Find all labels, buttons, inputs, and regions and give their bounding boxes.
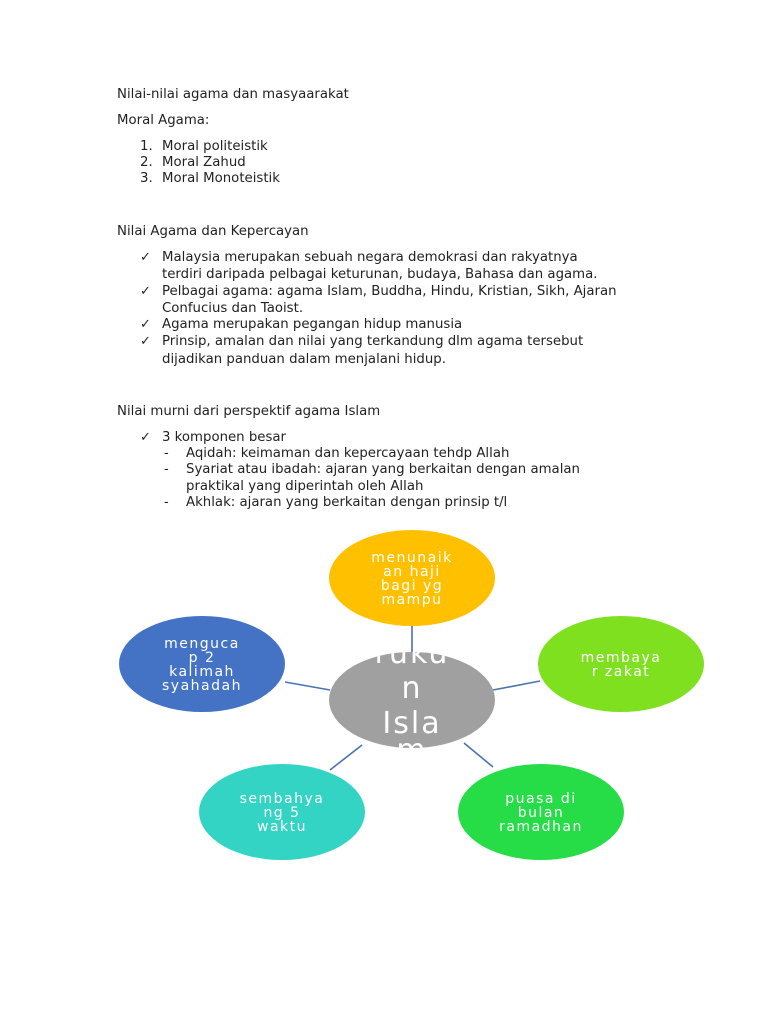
list-item: Moral politeistik	[162, 139, 268, 154]
node-label-line: puasa di	[505, 791, 576, 807]
node-label-line: membaya	[581, 650, 662, 666]
node-label-line: an haji	[383, 564, 441, 580]
node-label-line: mampu	[381, 592, 442, 608]
heading-nilai-agama-kepercayan: Nilai Agama dan Kepercayan	[117, 224, 309, 239]
node-label-line: bulan	[518, 805, 565, 821]
list-item: 3 komponen besar	[162, 430, 287, 445]
list-number: 1.	[140, 139, 153, 154]
list-item: Malaysia merupakan sebuah negara demokra…	[162, 250, 578, 265]
list-item: Pelbagai agama: agama Islam, Buddha, Hin…	[162, 284, 617, 299]
node-label-line: r zakat	[592, 664, 651, 680]
center-label-line: m	[396, 733, 427, 768]
checkmark-icon: ✓	[140, 334, 151, 349]
list-number: 2.	[140, 155, 153, 170]
checkmark-icon: ✓	[140, 430, 151, 445]
list-item: Moral Monoteistik	[162, 171, 280, 186]
node-right-ellipse	[538, 616, 704, 712]
node-label-line: menguca	[164, 636, 240, 652]
dash-bullet: -	[164, 446, 169, 461]
moral-agama-label: Moral Agama:	[117, 113, 210, 128]
node-bottom-left-ellipse	[199, 764, 365, 860]
checkmark-icon: ✓	[140, 284, 151, 299]
connector-bottom-right	[463, 742, 494, 768]
sub-list-item: Aqidah: keimaman dan kepercayaan tehdp A…	[186, 446, 510, 461]
node-center-ellipse	[329, 652, 495, 748]
connector-left	[284, 681, 331, 691]
center-label-line: ruku	[375, 636, 450, 671]
node-left-ellipse	[119, 616, 285, 712]
node-label-line: ramadhan	[499, 819, 583, 835]
node-label-line: bagi yg	[381, 578, 443, 594]
list-item: Moral Zahud	[162, 155, 246, 170]
checkmark-icon: ✓	[140, 250, 151, 265]
sub-list-item: Akhlak: ajaran yang berkaitan dengan pri…	[186, 495, 508, 510]
list-item-continuation: dijadikan panduan dalam menjalani hidup.	[162, 352, 446, 367]
center-label-line: n	[401, 671, 422, 706]
dash-bullet: -	[164, 462, 169, 477]
node-label-line: sembahya	[240, 791, 325, 807]
node-bottom-right-ellipse	[458, 764, 624, 860]
dash-bullet: -	[164, 495, 169, 510]
checkmark-icon: ✓	[140, 317, 151, 332]
node-label-line: kalimah	[169, 664, 235, 680]
sub-list-item-continuation: praktikal yang diperintah oleh Allah	[186, 479, 424, 494]
list-item: Agama merupakan pegangan hidup manusia	[162, 317, 463, 332]
connector-bottom-left	[329, 744, 363, 771]
sub-list-item: Syariat atau ibadah: ajaran yang berkait…	[186, 462, 580, 477]
node-label-line: waktu	[257, 819, 307, 835]
node-top-ellipse	[329, 530, 495, 626]
node-label-line: menunaik	[371, 550, 452, 566]
list-item: Prinsip, amalan dan nilai yang terkandun…	[162, 334, 584, 349]
heading-nilai-murni-islam: Nilai murni dari perspektif agama Islam	[117, 404, 381, 419]
list-item-continuation: Confucius dan Taoist.	[162, 301, 304, 316]
node-label-line: syahadah	[162, 678, 242, 694]
connector-right	[492, 680, 541, 691]
center-label-line: Isla	[382, 706, 441, 741]
node-label-line: ng 5	[263, 805, 300, 821]
list-number: 3.	[140, 171, 153, 186]
heading-nilai-agama-masyarakat: Nilai-nilai agama dan masyaarakat	[117, 87, 349, 102]
node-label-line: p 2	[189, 650, 216, 666]
list-item-continuation: terdiri daripada pelbagai keturunan, bud…	[162, 267, 598, 282]
